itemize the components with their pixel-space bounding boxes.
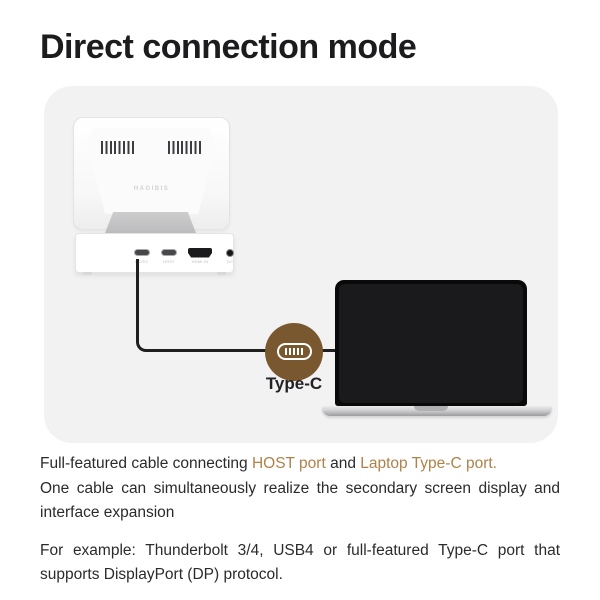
dock-foot-right <box>217 272 226 275</box>
laptop-display <box>339 284 523 403</box>
usb-c-connector-icon <box>276 343 312 360</box>
laptop-screen <box>335 280 527 406</box>
description-paragraph-1-line-2: One cable can simultaneously realize the… <box>40 479 560 497</box>
laptop-base <box>322 406 552 416</box>
dock-foot-left <box>83 272 92 275</box>
p1-text: Full-featured cable connecting <box>40 455 252 472</box>
description-paragraph-1-line-3: interface expansion <box>40 504 175 521</box>
type-c-badge <box>265 322 323 381</box>
monitor-stand <box>105 212 196 233</box>
vent-grille-left <box>101 141 135 154</box>
illustration-panel: HAGIBIS PC/DC HOST HDMI IN DC Type-C <box>44 86 558 443</box>
p1-text: and <box>325 455 361 472</box>
port-label-jack: DC <box>226 259 234 264</box>
usb-c-port-1 <box>134 249 150 256</box>
port-label-hdmi: HDMI IN <box>191 259 209 264</box>
connection-cable <box>135 259 338 352</box>
description-paragraph-1-line-1: Full-featured cable connecting HOST port… <box>40 452 560 477</box>
vent-grille-right <box>168 141 202 154</box>
description-paragraph-2-line-1: For example: Thunderbolt 3/4, USB4 or fu… <box>40 541 560 559</box>
page-title: Direct connection mode <box>40 28 417 66</box>
dock-base: PC/DC HOST HDMI IN DC <box>75 233 234 275</box>
port-label-host: HOST <box>163 259 175 264</box>
host-port-highlight: HOST port <box>251 455 326 472</box>
audio-jack-port <box>226 248 234 257</box>
description-block: Full-featured cable connecting HOST port… <box>40 452 560 588</box>
laptop-trackpad-notch <box>414 406 448 411</box>
brand-logo: HAGIBIS <box>133 186 170 192</box>
laptop-type-c-port-highlight: Laptop Type-C port. <box>360 455 497 472</box>
usb-c-port-host <box>161 249 177 256</box>
description-paragraph-2-line-2: supports DisplayPort (DP) protocol. <box>40 566 283 583</box>
type-c-badge-label: Type-C <box>265 374 323 393</box>
secondary-screen-back: HAGIBIS <box>73 117 230 230</box>
hdmi-port <box>188 247 212 258</box>
